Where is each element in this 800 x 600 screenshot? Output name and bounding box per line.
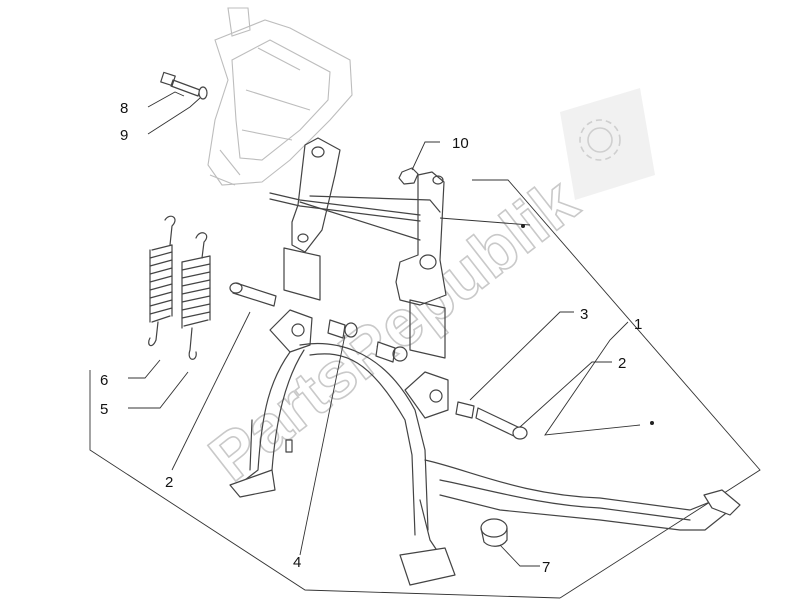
- center-stand-part-1: [229, 309, 741, 586]
- rubber-stop-part-7: [480, 518, 508, 547]
- bushings: [327, 319, 408, 363]
- bracket-left: [291, 137, 341, 253]
- callout-5: 5: [100, 401, 108, 418]
- bushing-part-3: [455, 401, 475, 419]
- washer-part-9: [198, 86, 208, 100]
- callout-6: 6: [100, 372, 108, 389]
- watermark-text: PartsRepublik: [195, 163, 591, 495]
- spring-part-5: [181, 232, 211, 360]
- callout-1: 1: [634, 316, 642, 333]
- callout-7: 7: [542, 559, 550, 576]
- pin-part-2-left: [229, 282, 277, 307]
- pin-part-2-right: [475, 407, 528, 440]
- gear-icon: [560, 88, 655, 200]
- reference-dots: [521, 224, 654, 425]
- support-plates: [283, 247, 446, 359]
- callout-labels: 8 9 10 1 3 2 6 5 2 4 7: [100, 100, 642, 576]
- bolt-part-8: [160, 71, 201, 97]
- spring-part-6: [148, 215, 176, 347]
- callout-2a: 2: [165, 474, 173, 491]
- assembly-outline: [89, 179, 761, 599]
- callout-3: 3: [580, 306, 588, 323]
- chassis-frame-ghost: [207, 7, 353, 186]
- callout-9: 9: [120, 127, 128, 144]
- callout-10: 10: [452, 135, 469, 152]
- bracket-right: [395, 171, 447, 306]
- callout-4: 4: [293, 554, 301, 571]
- nut-part-10: [398, 167, 419, 185]
- leader-lines: [128, 91, 641, 567]
- callout-2b: 2: [618, 355, 626, 372]
- cross-shaft: [269, 192, 441, 241]
- callout-8: 8: [120, 100, 128, 117]
